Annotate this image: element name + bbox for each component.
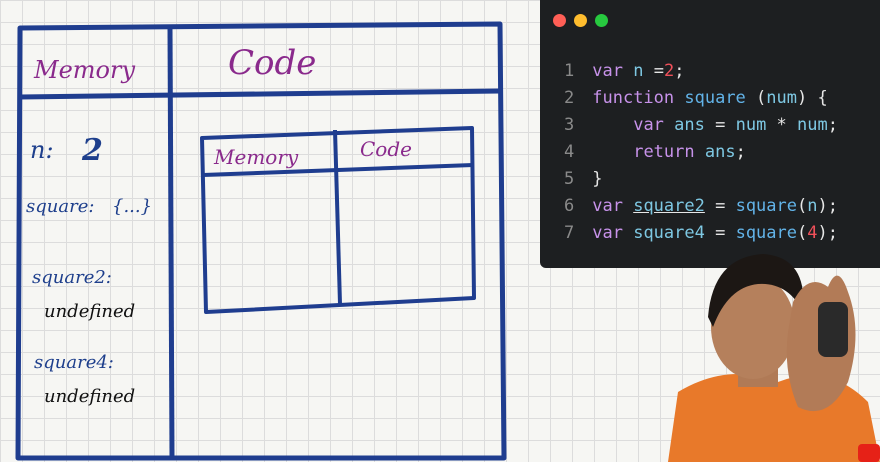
code-line: 7 var square4 = square(4); bbox=[564, 220, 838, 247]
code-token: var bbox=[592, 223, 634, 243]
presenter-shirt bbox=[668, 374, 880, 462]
code-token: = bbox=[653, 61, 664, 81]
presenter-hair bbox=[708, 254, 804, 327]
inner-memory-title: Memory bbox=[213, 145, 299, 169]
presenter-chair bbox=[818, 302, 848, 357]
inner-code-title: Code bbox=[360, 137, 412, 161]
code-token: ); bbox=[817, 196, 838, 216]
code-token bbox=[592, 142, 633, 162]
code-line: 1 var n =2; bbox=[564, 58, 838, 85]
presenter-video bbox=[668, 254, 880, 462]
code-token: num bbox=[797, 115, 828, 135]
maximize-dot-icon bbox=[595, 14, 608, 27]
code-token: square2 bbox=[633, 196, 705, 216]
code-token: = bbox=[704, 223, 736, 243]
line-number: 4 bbox=[564, 142, 575, 162]
memory-entry-n-value: 2 bbox=[81, 133, 103, 168]
code-editor-window: 1 var n =2;2 function square (num) {3 va… bbox=[540, 0, 880, 268]
code-token: ; bbox=[827, 115, 838, 135]
code-token: return bbox=[633, 142, 705, 162]
inner-context-border bbox=[200, 126, 476, 314]
memory-entry-square4-value: undefined bbox=[44, 386, 135, 407]
code-token: function bbox=[592, 88, 685, 108]
code-token: var bbox=[592, 196, 634, 216]
line-number: 2 bbox=[564, 88, 575, 108]
code-token: } bbox=[592, 169, 603, 189]
minimize-dot-icon bbox=[574, 14, 587, 27]
code-token: n bbox=[633, 61, 654, 81]
code-token: square bbox=[684, 88, 757, 108]
code-line: 2 function square (num) { bbox=[564, 85, 838, 112]
outer-code-title: Code bbox=[228, 43, 316, 83]
code-token: num bbox=[766, 88, 797, 108]
code-token: num bbox=[735, 115, 777, 135]
code-token: 4 bbox=[807, 223, 818, 243]
code-token: n bbox=[807, 196, 818, 216]
presenter-face bbox=[711, 275, 795, 379]
code-token: = bbox=[704, 196, 736, 216]
memory-entry-square-name: square: bbox=[26, 196, 94, 217]
close-dot-icon bbox=[553, 14, 566, 27]
code-token: ( bbox=[797, 196, 808, 216]
window-controls bbox=[553, 14, 608, 27]
code-token: ; bbox=[674, 61, 685, 81]
memory-entry-n-name: n: bbox=[30, 136, 54, 164]
line-number: 1 bbox=[564, 61, 575, 81]
outer-context-border bbox=[15, 21, 507, 461]
memory-entry-square2-name: square2: bbox=[32, 267, 112, 288]
code-token: ans bbox=[704, 142, 736, 162]
code-listing: 1 var n =2;2 function square (num) {3 va… bbox=[564, 58, 838, 247]
code-token: 2 bbox=[663, 61, 675, 81]
line-number: 7 bbox=[564, 223, 575, 243]
code-token: ; bbox=[735, 142, 746, 162]
code-token: square4 bbox=[633, 223, 705, 243]
code-line: 5 } bbox=[564, 166, 838, 193]
code-token: square bbox=[735, 196, 797, 216]
code-token: ( bbox=[797, 223, 808, 243]
line-number: 3 bbox=[564, 115, 575, 135]
code-line: 4 return ans; bbox=[564, 139, 838, 166]
outer-memory-title: Memory bbox=[33, 56, 135, 84]
memory-entry-square4-name: square4: bbox=[34, 352, 114, 373]
code-token: var bbox=[592, 61, 634, 81]
outer-column-divider bbox=[167, 27, 175, 459]
code-token: ); bbox=[817, 223, 838, 243]
inner-column-divider bbox=[333, 129, 342, 305]
code-line: 6 var square2 = square(n); bbox=[564, 193, 838, 220]
youtube-icon bbox=[858, 444, 880, 462]
memory-entry-square-value: {...} bbox=[112, 196, 152, 217]
line-number: 5 bbox=[564, 169, 575, 189]
code-token: var bbox=[633, 115, 675, 135]
code-token: = bbox=[715, 115, 736, 135]
code-token bbox=[592, 115, 633, 135]
line-number: 6 bbox=[564, 196, 575, 216]
code-token: * bbox=[776, 115, 798, 135]
code-token: ans bbox=[674, 115, 716, 135]
code-token: square bbox=[735, 223, 797, 243]
code-token: ) { bbox=[797, 88, 828, 108]
outer-header-divider bbox=[19, 88, 501, 100]
memory-entry-square2-value: undefined bbox=[44, 301, 135, 322]
code-token: ( bbox=[756, 88, 767, 108]
code-line: 3 var ans = num * num; bbox=[564, 112, 838, 139]
